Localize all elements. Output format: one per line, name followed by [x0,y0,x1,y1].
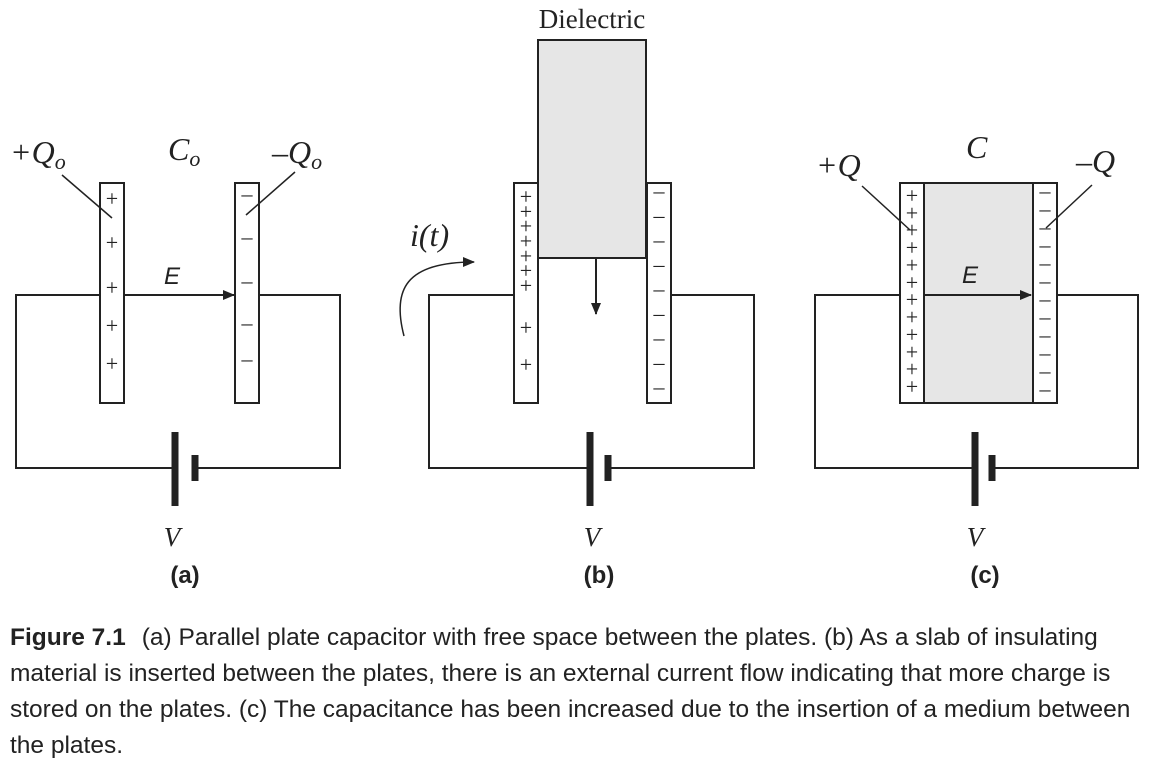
plus-sign: + [906,322,918,347]
minus-sign: – [653,276,666,301]
minus-sign: – [653,374,666,399]
plus-sign: + [106,186,118,211]
panel-c: ++++++++++++ –––––––––––– E +Q C –Q V (c… [814,129,1139,589]
plus-sign: + [906,183,918,208]
positive-plate-b [513,182,539,404]
circuit-wire-c [814,294,1139,469]
leader-plus-a [61,174,113,219]
minus-signs-b: ––––––––– [653,178,666,399]
plus-sign: + [520,199,532,224]
minus-sign: – [241,346,254,371]
current-label-b: i(t) [410,217,449,253]
charge-label-minus-a: –Qo [271,134,322,174]
minus-sign: – [1039,196,1052,221]
minus-sign: – [1039,214,1052,239]
plus-sign: + [906,305,918,330]
figure-caption: Figure 7.1(a) Parallel plate capacitor w… [10,620,1140,764]
plus-sign: + [906,339,918,364]
current-arrow-b [399,257,475,337]
field-label-a: E [164,263,181,290]
minus-sign: – [241,181,254,206]
minus-sign: – [653,227,666,252]
minus-sign: – [1039,340,1052,365]
minus-sign: – [1039,358,1052,383]
minus-sign: – [1039,376,1052,401]
plus-sign: + [906,287,918,312]
minus-sign: – [653,301,666,326]
leader-minus-a [245,171,296,216]
minus-sign: – [653,252,666,277]
minus-signs-c: –––––––––––– [1039,178,1052,401]
voltage-label-a: V [164,522,184,552]
plus-sign: + [520,352,532,377]
caption-label: Figure 7.1 [10,624,126,651]
caption-text: (a) Parallel plate capacitor with free s… [10,624,1131,759]
plus-sign: + [520,214,532,239]
plus-signs-b: +++++++++ [520,184,532,377]
leader-plus-c [861,185,911,231]
minus-sign: – [1039,286,1052,311]
capacitance-label-c: C [966,129,988,165]
leader-minus-c [1045,184,1093,229]
plus-sign: + [906,357,918,382]
plus-sign: + [106,230,118,255]
capacitance-label-a: Co [168,131,200,171]
minus-sign: – [241,224,254,249]
positive-plate-c [899,182,925,404]
voltage-label-c: V [967,522,987,552]
plus-sign: + [906,200,918,225]
plus-sign: + [906,374,918,399]
plus-sign: + [106,313,118,338]
minus-sign: – [1039,268,1052,293]
minus-signs-a: – – – – – [241,181,254,371]
plus-sign: + [520,273,532,298]
plus-sign: + [520,258,532,283]
minus-sign: – [1039,178,1052,203]
voltage-label-b: V [584,522,604,552]
negative-plate-a [234,182,260,404]
minus-sign: – [1039,250,1052,275]
minus-sign: – [1039,232,1052,257]
dielectric-slab-b [537,39,647,259]
dielectric-label: Dielectric [539,4,645,34]
plus-sign: + [906,252,918,277]
plus-sign: + [520,315,532,340]
minus-sign: – [241,310,254,335]
minus-sign: – [1039,304,1052,329]
panel-label-c: (c) [970,562,999,589]
minus-sign: – [1039,322,1052,347]
field-label-c: E [962,262,979,289]
panel-b: Dielectric +++++++++ ––––––––– i(t) V (b… [399,4,755,589]
dielectric-slab-c [923,182,1034,404]
minus-sign: – [653,325,666,350]
plus-signs-c: ++++++++++++ [906,183,918,399]
capacitor-figure: +++++ ––––– E +Qo Co –Qo V (a) Dielectri… [10,4,1139,589]
panel-a: + + + + + – – – – – E +Qo Co –Qo V (a) [10,131,341,589]
charge-label-minus-c: –Q [1075,143,1115,179]
negative-plate-b [646,182,672,404]
circuit-wire-b [428,294,755,469]
minus-sign: – [241,268,254,293]
plus-signs-a: + + + + + [106,186,118,376]
positive-plate-a [99,182,125,404]
circuit-wire-a [15,294,341,469]
panel-label-a: (a) [170,562,199,589]
minus-sign: – [653,178,666,203]
charge-label-plus-c: +Q [816,147,861,183]
minus-sign: – [653,203,666,228]
charge-label-plus-a: +Qo [10,134,66,174]
plus-sign: + [906,218,918,243]
plus-sign: + [520,184,532,209]
plus-sign: + [520,229,532,254]
plus-sign: + [106,351,118,376]
plus-sign: + [106,275,118,300]
plus-sign: + [520,243,532,268]
plus-sign: + [906,235,918,260]
negative-plate-c [1032,182,1058,404]
panel-label-b: (b) [584,562,615,589]
minus-sign: – [653,350,666,375]
plus-sign: + [906,270,918,295]
